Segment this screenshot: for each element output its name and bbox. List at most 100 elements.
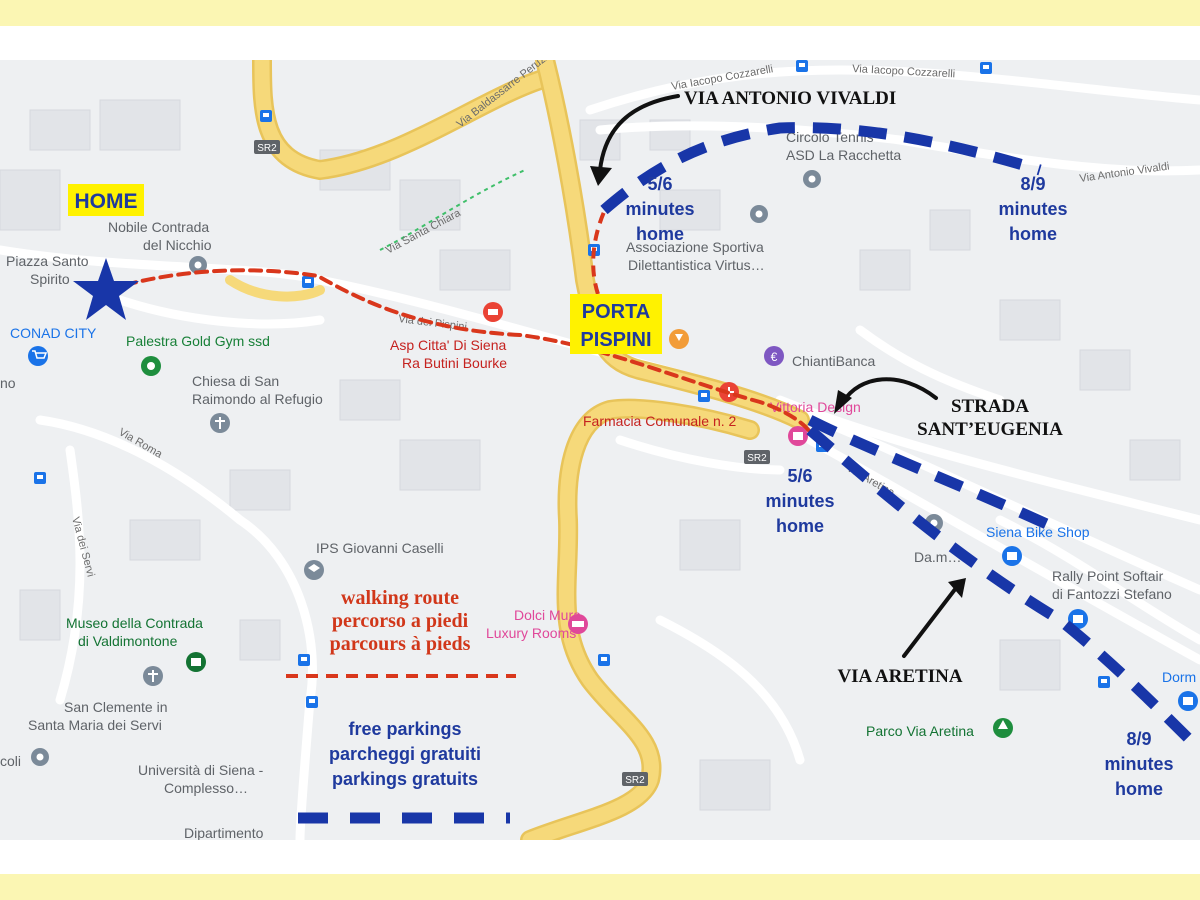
place-bike: Siena Bike Shop <box>986 524 1090 540</box>
bus-stop-icon <box>306 696 318 708</box>
place-dolci-2: Luxury Rooms <box>486 625 576 641</box>
legend-park-3: parkings gratuits <box>332 769 478 789</box>
bus-stop-icon <box>796 60 808 72</box>
callout-aretina: VIA ARETINA <box>837 666 962 687</box>
map-background <box>0 60 1200 840</box>
tennis-pin-icon <box>803 170 821 188</box>
place-conad: CONAD CITY <box>10 325 97 341</box>
place-chianti: ChiantiBanca <box>792 353 875 369</box>
location-pin-icon-nicchio <box>189 256 207 274</box>
street-cozzarelli-2: Via Iacopo Cozzarelli <box>852 63 956 80</box>
place-associazione-2: Dilettantistica Virtus… <box>628 257 765 273</box>
svg-text:€: € <box>771 350 778 364</box>
place-dorm: Dorm <box>1162 669 1196 685</box>
time3-line2: minutes <box>765 491 834 511</box>
place-dolci-1: Dolci Mura <box>514 607 581 623</box>
callout-strada-1: STRADA <box>951 396 1029 417</box>
bike-shop-icon <box>1002 546 1022 566</box>
legend-park-1: free parkings <box>348 719 461 739</box>
time4-line1: 8/9 <box>1126 729 1151 749</box>
arrow-head-sant-eugenia <box>834 390 852 414</box>
place-clemente-1: San Clemente in <box>64 699 168 715</box>
bus-stop-icon <box>298 654 310 666</box>
location-pin-icon-universita <box>31 748 49 766</box>
time2-line1: 8/9 <box>1020 174 1045 194</box>
walking-route <box>106 268 812 434</box>
place-circolo-1: Circolo Tennis <box>786 129 874 145</box>
sr2-label-2: SR2 <box>747 453 767 464</box>
legend: walking route percorso a piedi parcours … <box>286 587 516 824</box>
shopping-cart-icon <box>28 346 48 366</box>
hotel-icon <box>568 614 588 634</box>
home-star-icon <box>73 258 139 320</box>
place-piazza-1: Piazza Santo <box>6 253 89 269</box>
place-nobile-1: Nobile Contrada <box>108 219 209 235</box>
map-view[interactable]: Via Baldassarre Peruzzi Via Iacopo Cozza… <box>0 60 1200 840</box>
place-coli: coli <box>0 753 21 769</box>
place-chiesa-1: Chiesa di San <box>192 373 279 389</box>
time2-line3: home <box>1009 224 1057 244</box>
bottom-yellow-band <box>0 874 1200 900</box>
legend-walk-2: percorso a piedi <box>332 610 469 632</box>
place-gym: Palestra Gold Gym ssd <box>126 333 270 349</box>
home-label: HOME <box>68 184 144 216</box>
place-no: no <box>0 375 16 391</box>
time4-line2: minutes <box>1104 754 1173 774</box>
poi-pins: € <box>28 170 1198 766</box>
museum-icon <box>186 652 206 672</box>
arrow-aretina <box>902 586 958 658</box>
time2-line2: minutes <box>998 199 1067 219</box>
callout-vivaldi: VIA ANTONIO VIVALDI <box>684 88 896 109</box>
route-sant-eugenia <box>807 415 1063 536</box>
sport-pin-icon <box>750 205 768 223</box>
bank-icon: € <box>764 346 784 366</box>
building-blocks <box>0 99 1181 811</box>
place-asp-2: Ra Butini Bourke <box>402 355 507 371</box>
sr2-label-1: SR2 <box>257 143 277 154</box>
place-universita-1: Università di Siena - <box>138 762 264 778</box>
time-labels: 5/6 minutes home 8/9 minutes home 5/6 mi… <box>625 174 1173 799</box>
arrow-head-vivaldi <box>590 166 612 186</box>
place-clemente-2: Santa Maria dei Servi <box>28 717 162 733</box>
route-aretina <box>806 425 1200 754</box>
bus-stop-icon <box>302 276 314 288</box>
bus-stop-icon <box>598 654 610 666</box>
place-chiesa-2: Raimondo al Refugio <box>192 391 323 407</box>
place-universita-2: Complesso… <box>164 780 248 796</box>
porta-label-line1: PORTA <box>582 301 651 323</box>
top-yellow-band <box>0 0 1200 26</box>
place-circolo-2: ASD La Racchetta <box>786 147 901 163</box>
place-nobile-2: del Nicchio <box>143 237 212 253</box>
time3-line3: home <box>776 516 824 536</box>
time3-line1: 5/6 <box>787 466 812 486</box>
place-rally-1: Rally Point Softair <box>1052 568 1164 584</box>
arrow-head-aretina <box>948 578 966 598</box>
place-rally-2: di Fantozzi Stefano <box>1052 586 1172 602</box>
legend-walk-1: walking route <box>341 587 459 609</box>
legend-walk-3: parcours à pieds <box>330 633 471 655</box>
place-dipartimento: Dipartimento <box>184 825 264 840</box>
arrow-heads <box>590 166 966 598</box>
arrow-sant-eugenia <box>841 377 938 404</box>
bus-stop-icon <box>34 472 46 484</box>
time1-line1: 5/6 <box>647 174 672 194</box>
store-icon-dorm <box>1178 691 1198 711</box>
walking-route-branch <box>591 211 606 295</box>
green-path <box>379 169 526 251</box>
school-icon <box>304 560 324 580</box>
route-vivaldi <box>600 122 1042 215</box>
place-piazza-2: Spirito <box>30 271 70 287</box>
arrow-vivaldi <box>598 94 680 172</box>
place-dam: Da.m… <box>914 549 961 565</box>
callout-arrows <box>598 94 958 658</box>
place-farmacia: Farmacia Comunale n. 2 <box>583 413 737 429</box>
church-icon-clemente <box>143 666 163 686</box>
church-icon <box>210 413 230 433</box>
bus-stop-icon <box>260 110 272 122</box>
bottom-white-band <box>0 840 1200 874</box>
sr2-label-3: SR2 <box>625 775 645 786</box>
home-label-text: HOME <box>75 190 138 213</box>
driving-routes <box>600 122 1200 754</box>
callout-strada-2: SANT’EUGENIA <box>917 419 1063 440</box>
